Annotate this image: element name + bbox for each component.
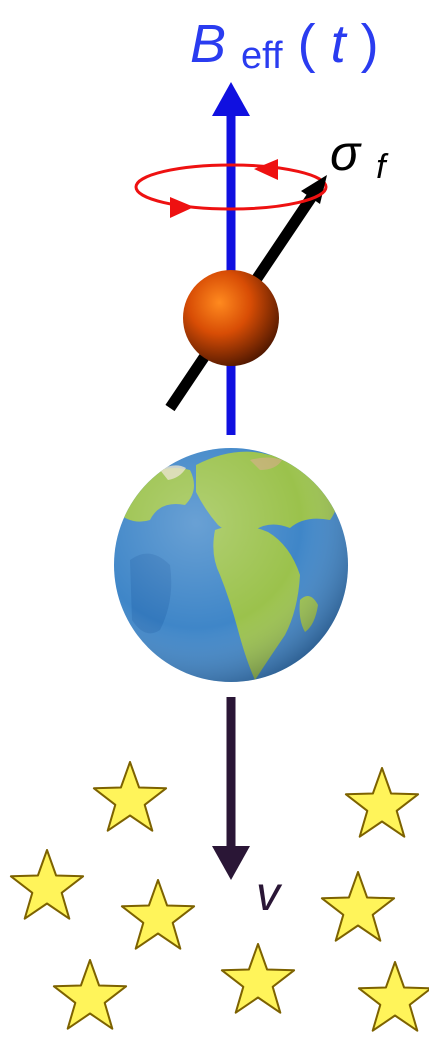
star-field xyxy=(9,761,429,1032)
spin-label-main: σ xyxy=(330,125,362,181)
velocity-vector-arrowhead xyxy=(212,846,250,880)
spin-label-subscript: f xyxy=(376,148,389,186)
precession-orbit-front xyxy=(134,186,328,211)
star-icon xyxy=(357,961,429,1032)
particle-sphere-icon xyxy=(183,270,279,366)
star-icon xyxy=(52,959,128,1030)
star-icon xyxy=(344,767,420,838)
field-label-main: B xyxy=(190,14,226,74)
spin-label: σ f xyxy=(330,125,389,186)
field-label-subscript: eff xyxy=(241,35,283,77)
star-icon xyxy=(120,879,196,950)
field-label: B eff ( t ) xyxy=(190,14,379,80)
star-icon xyxy=(320,871,396,942)
star-icon xyxy=(220,943,296,1014)
field-vector-arrowhead xyxy=(212,82,250,116)
precession-arrow-front xyxy=(170,197,194,218)
star-icon xyxy=(9,849,85,920)
spin-vector-arrowhead xyxy=(301,175,327,204)
star-icon xyxy=(92,761,168,832)
precession-arrow-back xyxy=(254,159,278,180)
field-label-open-paren: ( xyxy=(298,14,316,74)
velocity-label: v xyxy=(256,868,283,921)
field-label-close-paren: ) xyxy=(361,14,379,74)
earth-globe-icon xyxy=(114,448,348,682)
field-label-time: t xyxy=(331,14,348,74)
precession-orbit-back xyxy=(134,163,328,188)
